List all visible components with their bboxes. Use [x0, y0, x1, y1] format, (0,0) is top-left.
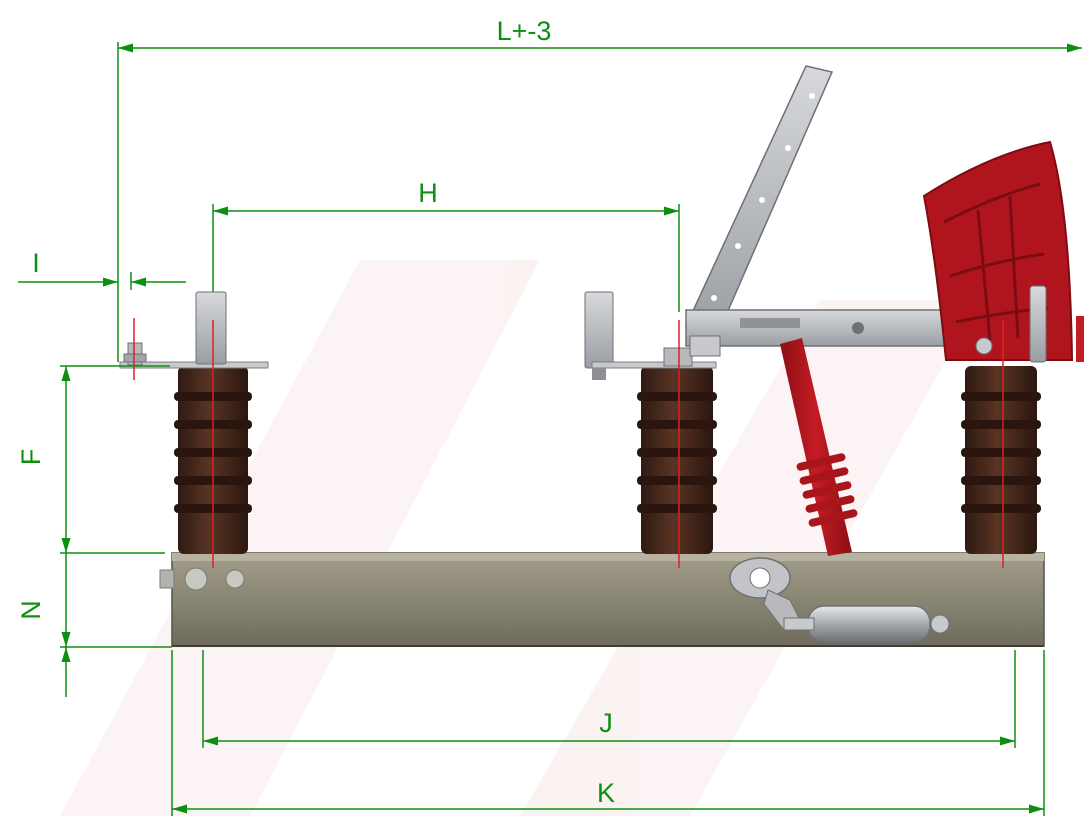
- label-pole-spacing: H: [418, 178, 438, 208]
- label-insulator-height: F: [16, 449, 46, 466]
- drive-mechanism: [729, 557, 950, 643]
- switch-blade: [684, 65, 834, 337]
- operating-handle: [922, 140, 1084, 363]
- label-base-height: N: [16, 600, 46, 620]
- middle-contact: [584, 291, 717, 380]
- base-frame: [159, 552, 1045, 647]
- dimension-lines: [18, 42, 1082, 816]
- label-mounting-hole-spacing: J: [599, 708, 613, 738]
- left-terminal: [119, 291, 269, 369]
- insulator-right: [961, 366, 1041, 554]
- label-base-length: K: [597, 778, 615, 808]
- centerlines: [133, 318, 1004, 568]
- operating-arm: [685, 309, 977, 357]
- label-terminal-offset: I: [32, 248, 40, 278]
- dimension-labels: L+-3 H I F N J K: [16, 16, 615, 808]
- link-rod: [780, 338, 858, 556]
- label-overall-length: L+-3: [497, 16, 552, 46]
- insulator-middle: [637, 366, 717, 554]
